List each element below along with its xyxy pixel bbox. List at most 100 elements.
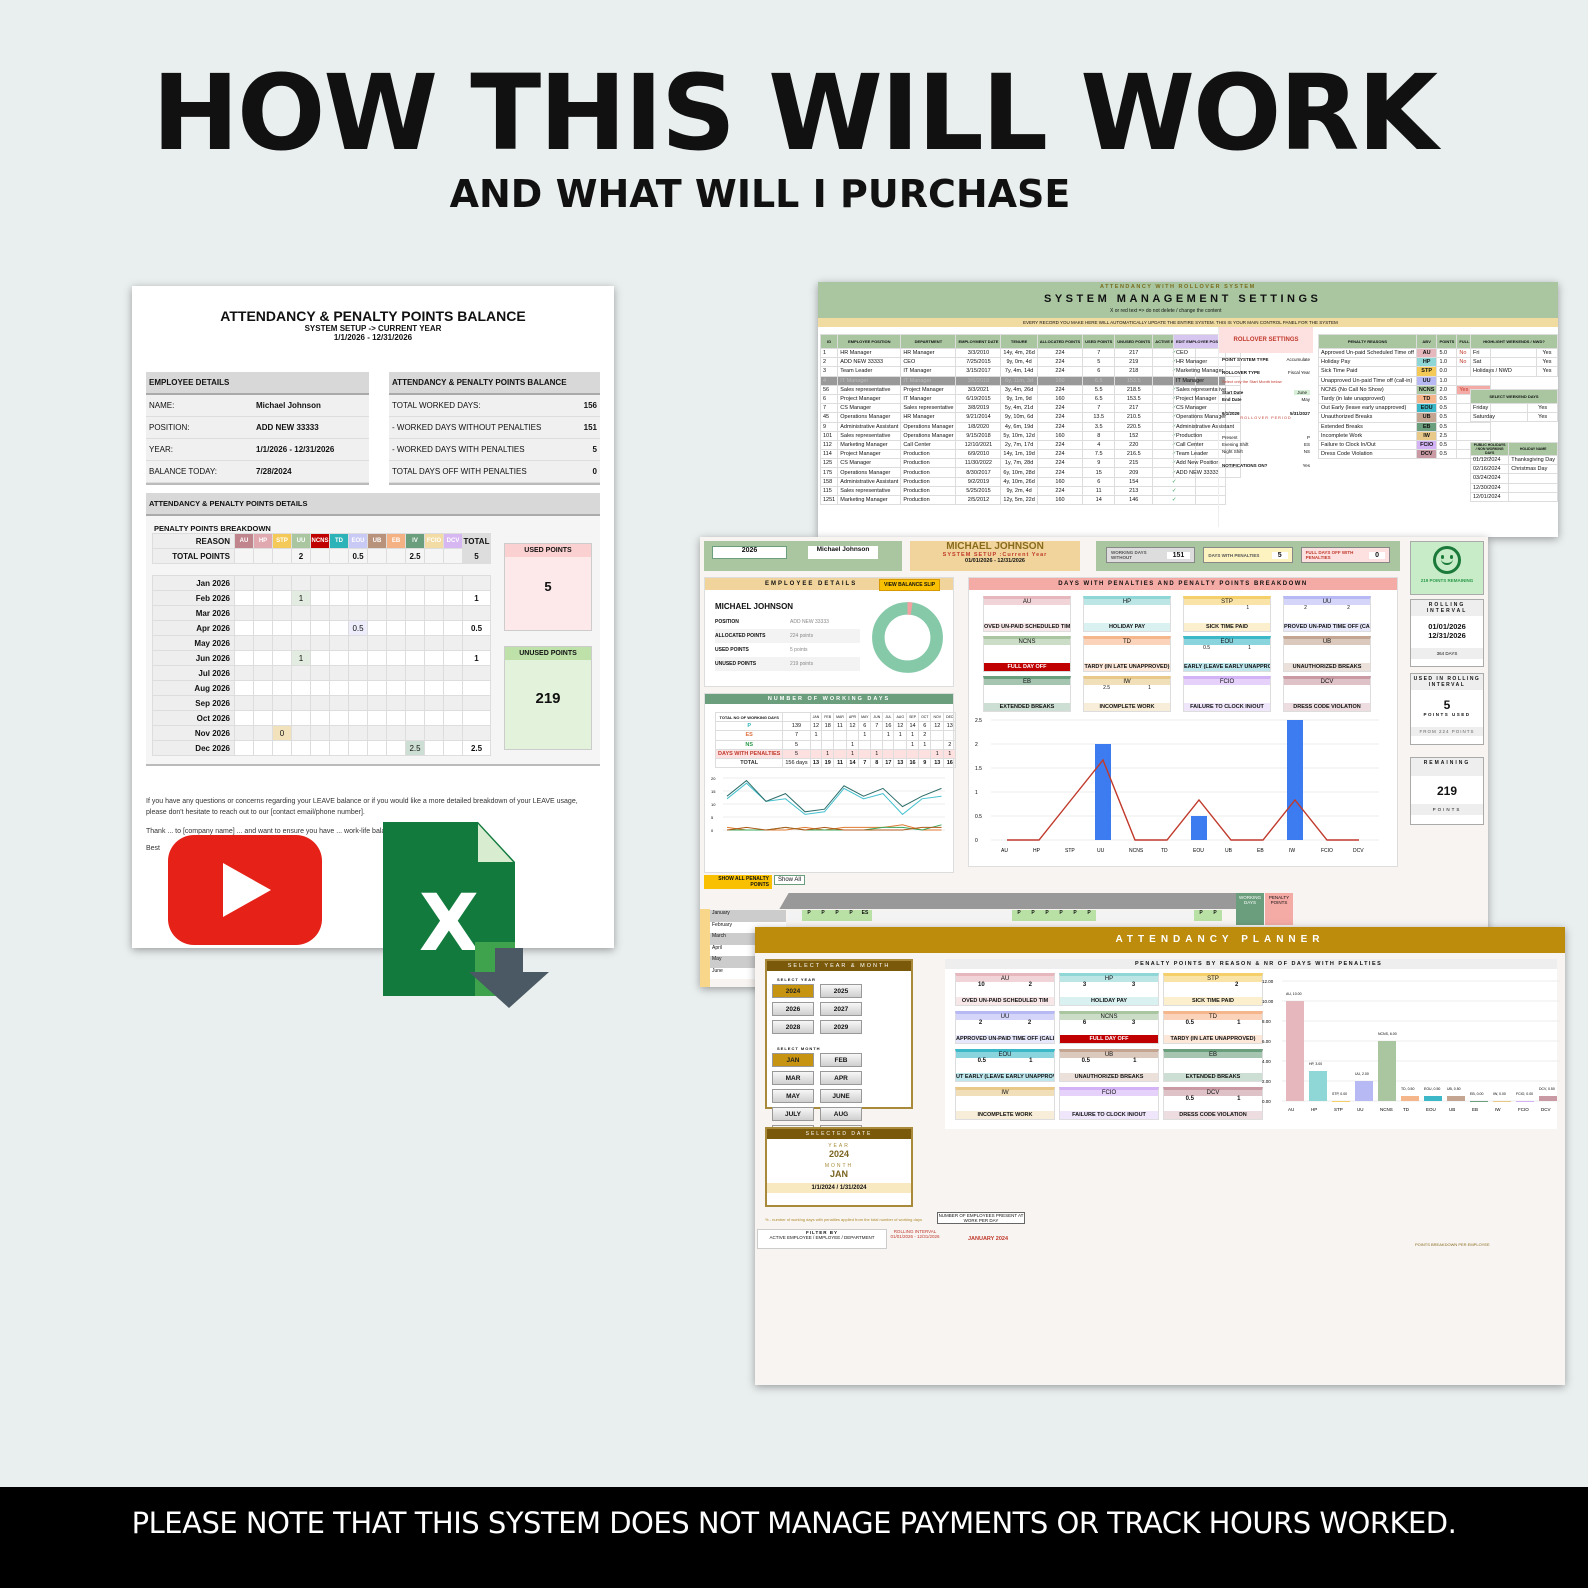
calendar-day[interactable] — [984, 910, 998, 921]
year-button-2028[interactable]: 2028 — [772, 1020, 814, 1034]
calendar-month[interactable]: January — [710, 910, 786, 922]
month-cell — [348, 710, 368, 726]
calendar-month[interactable]: February — [710, 921, 786, 933]
settings-cell: 215 — [1114, 458, 1154, 469]
holiday-name[interactable]: Thanksgiving Day — [1508, 454, 1558, 466]
calendar-day[interactable]: P — [1040, 910, 1054, 921]
show-all-dropdown[interactable]: Show All — [774, 875, 806, 885]
month-button-mar[interactable]: MAR — [772, 1071, 814, 1085]
calendar-day[interactable]: P — [1026, 910, 1040, 921]
month-button-may[interactable]: MAY — [772, 1089, 814, 1103]
calendar-day[interactable] — [1152, 910, 1166, 921]
svg-text:NCNS, 6.00: NCNS, 6.00 — [1378, 1032, 1397, 1036]
year-button-2026[interactable]: 2026 — [772, 1002, 814, 1016]
reason-cell: FCIO — [1415, 439, 1438, 451]
wd-value: 1 — [845, 739, 860, 750]
holiday-name[interactable] — [1508, 482, 1558, 493]
holiday-date[interactable]: 01/12/2024 — [1469, 454, 1510, 466]
calendar-day[interactable] — [928, 910, 942, 921]
year-button-2025[interactable]: 2025 — [820, 984, 862, 998]
settings-cell: 154 — [1114, 476, 1154, 487]
calendar-day[interactable] — [872, 910, 886, 921]
calendar-month[interactable]: March — [710, 933, 786, 945]
calendar-month[interactable]: June — [710, 967, 786, 979]
settings-cell: 9y, 1m, 9d — [1000, 393, 1038, 405]
holiday-name[interactable] — [1508, 491, 1558, 502]
calendar-day[interactable]: P — [844, 910, 858, 921]
calendar-day[interactable]: P — [1012, 910, 1026, 921]
calendar-day[interactable] — [956, 910, 970, 921]
settings-cell: 13.5 — [1082, 412, 1116, 423]
settings-cell: 224 — [1036, 347, 1084, 359]
smiley-face-icon — [1433, 546, 1461, 574]
position-item[interactable]: ADD NEW 33333 — [1172, 467, 1242, 478]
month-button-july[interactable]: JULY — [772, 1107, 814, 1121]
calendar-day[interactable] — [1096, 910, 1110, 921]
holiday-date[interactable]: 02/16/2024 — [1469, 464, 1510, 475]
year-button-2027[interactable]: 2027 — [820, 1002, 862, 1016]
select-year-input[interactable]: 2026 — [712, 546, 787, 559]
column-header: TENURE — [1000, 334, 1038, 349]
point-system-type-select[interactable]: Accumulate — [1286, 357, 1310, 362]
holiday-name[interactable] — [1508, 473, 1558, 484]
calendar-day[interactable]: P — [816, 910, 830, 921]
balance-value: 151 — [583, 423, 597, 432]
start-month-select[interactable]: June — [1294, 390, 1310, 395]
month-cell — [234, 665, 254, 681]
calendar-day[interactable] — [914, 910, 928, 921]
rollover-type-select[interactable]: Fiscal Year — [1287, 370, 1310, 375]
reason-total: 2 — [291, 548, 311, 564]
year-button-2024[interactable]: 2024 — [772, 984, 814, 998]
settings-cell: 3/3/2010 — [955, 347, 1002, 359]
calendar-day[interactable] — [900, 910, 914, 921]
holiday-name[interactable]: Christmas Day — [1508, 464, 1558, 475]
month-cell — [424, 605, 444, 621]
svg-text:HP, 3.00: HP, 3.00 — [1309, 1062, 1322, 1066]
calendar-day[interactable]: P — [1194, 910, 1208, 921]
calendar-month[interactable]: April — [710, 944, 786, 956]
calendar-day[interactable] — [970, 910, 984, 921]
calendar-day[interactable]: ES — [858, 910, 872, 921]
settings-cell: Marketing Manager — [837, 494, 902, 506]
month-cell — [405, 590, 425, 606]
calendar-day[interactable]: P — [1082, 910, 1096, 921]
month-button-jan[interactable]: JAN — [772, 1053, 814, 1067]
month-button-june[interactable]: JUNE — [820, 1089, 862, 1103]
calendar-day[interactable] — [1166, 910, 1180, 921]
calendar-day[interactable] — [886, 910, 900, 921]
calendar-month[interactable]: May — [710, 956, 786, 968]
wd-value: 12 — [809, 721, 823, 732]
detail-row: BALANCE TODAY:7/28/2024 — [146, 461, 369, 483]
cell — [782, 711, 811, 723]
calendar-day[interactable]: P — [1054, 910, 1068, 921]
calendar-day[interactable]: P — [1208, 910, 1222, 921]
calendar-day[interactable] — [1110, 910, 1124, 921]
calendar-day[interactable] — [998, 910, 1012, 921]
calendar-day[interactable] — [788, 910, 802, 921]
calendar-day[interactable]: P — [802, 910, 816, 921]
holiday-date[interactable]: 12/01/2024 — [1469, 491, 1510, 502]
holiday-date[interactable]: 03/24/2024 — [1469, 473, 1510, 484]
month-button-feb[interactable]: FEB — [820, 1053, 862, 1067]
select-employee-input[interactable]: Michael Johnson — [808, 546, 878, 559]
month-button-aug[interactable]: AUG — [820, 1107, 862, 1121]
calendar-day[interactable] — [942, 910, 956, 921]
month-button-apr[interactable]: APR — [820, 1071, 862, 1085]
settings-cell: 6.5 — [1082, 375, 1116, 386]
calendar-day[interactable] — [1180, 910, 1194, 921]
calendar-day[interactable]: P — [1068, 910, 1082, 921]
notifications-toggle[interactable]: Yes — [1302, 463, 1310, 468]
view-balance-slip-button[interactable]: VIEW BALANCE SLIP — [879, 579, 941, 591]
year-button-2029[interactable]: 2029 — [820, 1020, 862, 1034]
reason-ub: UB — [367, 533, 387, 549]
month-cell — [310, 695, 330, 711]
calendar-day[interactable]: P — [830, 910, 844, 921]
month-cell — [424, 710, 444, 726]
calendar-day[interactable] — [1124, 910, 1138, 921]
calendar-day[interactable] — [1138, 910, 1152, 921]
holiday-date[interactable]: 12/30/2024 — [1469, 482, 1510, 493]
